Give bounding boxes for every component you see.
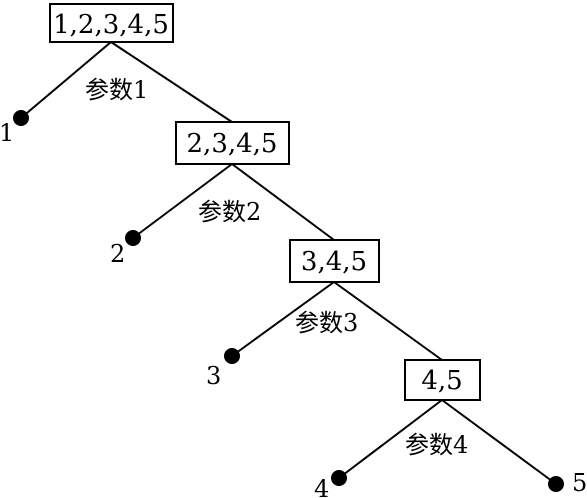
param-label-1: 参数1 xyxy=(85,76,148,104)
node-4: 4,5 xyxy=(404,359,481,401)
leaf-dot-3 xyxy=(224,348,240,364)
edge-node-3-to-leaf-3 xyxy=(231,281,335,357)
param-label-2: 参数2 xyxy=(198,198,261,226)
param-label-3: 参数3 xyxy=(295,309,358,337)
leaf-dot-5 xyxy=(548,476,564,492)
edge-node-2-to-leaf-2 xyxy=(132,163,233,239)
leaf-dot-1 xyxy=(13,110,29,126)
node-3: 3,4,5 xyxy=(289,239,380,283)
node-2-label: 2,3,4,5 xyxy=(187,129,278,159)
leaf-label-3: 3 xyxy=(206,362,221,390)
leaf-label-1: 1 xyxy=(0,119,14,147)
node-3-label: 3,4,5 xyxy=(301,247,367,277)
leaf-label-5: 5 xyxy=(572,469,587,497)
leaf-label-2: 2 xyxy=(110,240,125,268)
edge-node-4-to-leaf-5 xyxy=(441,399,557,485)
node-2-box xyxy=(175,121,290,165)
node-1-box xyxy=(49,3,174,43)
edges xyxy=(20,41,557,485)
node-2: 2,3,4,5 xyxy=(175,121,290,165)
node-4-box xyxy=(404,359,481,401)
node-1: 1,2,3,4,5 xyxy=(49,3,174,43)
node-3-box xyxy=(289,239,380,283)
edge-root-to-node-2 xyxy=(110,41,233,123)
node-1-label: 1,2,3,4,5 xyxy=(53,10,169,40)
edge-node-2-to-node-3 xyxy=(231,163,335,241)
edge-root-to-leaf-1 xyxy=(20,41,112,119)
edge-node-3-to-node-4 xyxy=(333,281,443,361)
leaf-label-4: 4 xyxy=(314,475,329,498)
node-4-label: 4,5 xyxy=(421,366,462,396)
leaf-dot-2 xyxy=(125,230,141,246)
leaf-dot-4 xyxy=(331,470,347,486)
param-label-4: 参数4 xyxy=(405,431,468,459)
edge-node-4-to-leaf-4 xyxy=(338,399,443,479)
